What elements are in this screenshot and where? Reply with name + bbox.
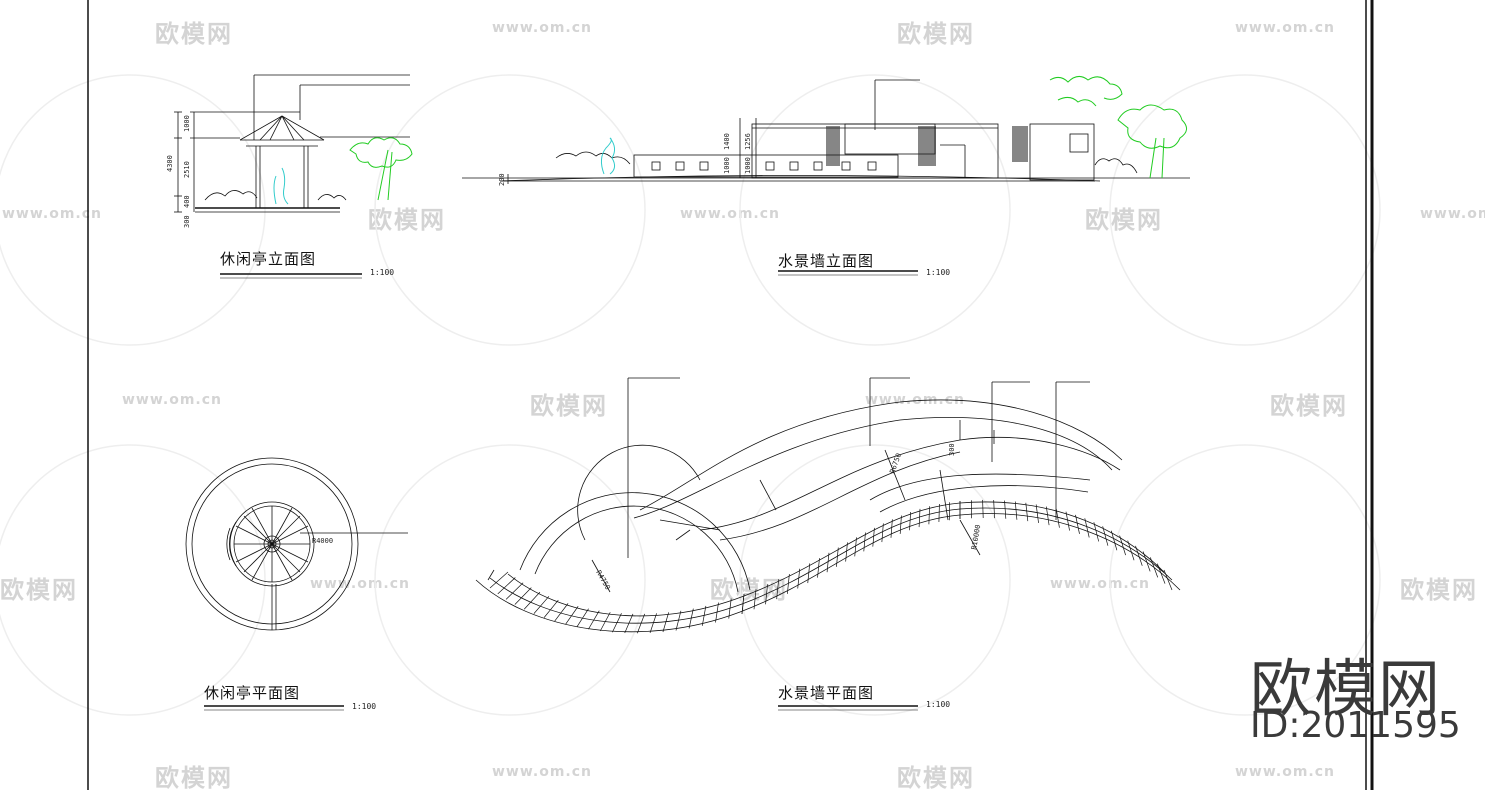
drawing-scale-water-wall-plan: 1:100 — [926, 700, 950, 709]
dim-2510: 2510 — [183, 161, 191, 178]
dim-200: 200 — [498, 173, 506, 186]
drawing-title-water-wall-plan: 水景墙平面图 — [778, 682, 874, 703]
dim-1000: 1000 — [744, 157, 752, 174]
dim-300: 300 — [948, 443, 956, 456]
hatch-tick — [983, 500, 984, 518]
pavilion-elevation-greenery — [274, 138, 412, 204]
pavilion-plan-title-underline — [204, 706, 344, 710]
dim-1000: 1000 — [183, 115, 191, 132]
hatch-tick — [555, 603, 568, 621]
drawing-title-pavilion-elevation: 休闲亭立面图 — [220, 248, 316, 269]
hatch-tick — [1150, 557, 1157, 577]
drawing-scale-water-wall-elevation: 1:100 — [926, 268, 950, 277]
watermark-circles — [0, 75, 1380, 715]
hatch-tick — [1120, 535, 1126, 555]
hatch-tick — [566, 606, 579, 624]
hatch-tick — [1164, 570, 1172, 590]
dim-4300: 4300 — [166, 155, 174, 172]
water-wall-plan-dimensions: R4750 R6750 300 R10000 — [594, 443, 982, 591]
water-wall-elevation-title-underline — [778, 271, 918, 275]
water-wall-greenery — [601, 76, 1186, 178]
drawing-title-water-wall-elevation: 水景墙立面图 — [778, 250, 874, 271]
dim-400: 400 — [183, 195, 191, 208]
dim-1256: 1256 — [744, 133, 752, 150]
dim-R10000: R10000 — [970, 524, 982, 550]
hatch-tick — [1036, 504, 1038, 522]
dim-300: 300 — [183, 215, 191, 228]
drawing-title-pavilion-plan: 休闲亭平面图 — [204, 682, 300, 703]
pavilion-elevation — [174, 75, 410, 212]
hatch-tick — [1143, 552, 1150, 572]
hatch-tick — [1157, 564, 1165, 584]
pavilion-plan-dimensions: R4000 — [312, 537, 333, 545]
drawing-scale-pavilion-plan: 1:100 — [352, 702, 376, 711]
pavilion-elevation-title-underline — [220, 274, 362, 278]
dim-1000: 1000 — [723, 157, 731, 174]
hatch-tick — [577, 609, 589, 627]
pavilion-elevation-dimensions: 1000 2510 4300 400 300 — [166, 115, 191, 228]
hatch-tick — [1026, 503, 1028, 521]
hatch-tick — [1005, 501, 1006, 519]
hatch-tick — [919, 509, 920, 527]
dim-1400: 1400 — [723, 133, 731, 150]
dim-R6750: R6750 — [888, 452, 903, 475]
hatch-tick — [544, 600, 558, 618]
hatch-tick — [1015, 501, 1017, 519]
hatch-tick — [929, 506, 930, 524]
dim-R4000: R4000 — [312, 537, 333, 545]
water-wall-plan — [476, 378, 1180, 632]
water-wall-plan-title-underline — [778, 706, 918, 710]
hatch-tick — [588, 611, 599, 630]
brand-id: ID:2011595 — [1250, 705, 1461, 746]
drawing-scale-pavilion-elevation: 1:100 — [370, 268, 394, 277]
pavilion-plan — [186, 458, 408, 630]
dim-R4750: R4750 — [594, 569, 611, 591]
